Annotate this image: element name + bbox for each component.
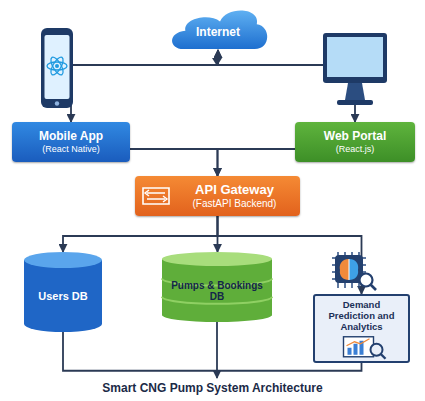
- node-title: Pumps & Bookings DB: [167, 280, 267, 303]
- node-title: Users DB: [38, 290, 88, 303]
- monitor-icon: [323, 33, 387, 105]
- internet-cloud: Internet: [167, 4, 269, 50]
- database-cylinder: Pumps & Bookings DB: [162, 252, 272, 322]
- connector: [71, 50, 218, 122]
- node-title: Internet: [196, 26, 240, 40]
- gateway-box: API Gateway(FastAPI Backend): [135, 176, 300, 216]
- node-title: Demand Prediction and Analytics: [319, 300, 404, 333]
- node-subtitle: (FastAPI Backend): [193, 198, 277, 210]
- output-arrow: [216, 322, 218, 378]
- gateway-icon: [143, 188, 169, 204]
- database-cylinder: Users DB: [24, 252, 102, 332]
- node-subtitle: (React Native): [42, 144, 100, 154]
- connector: [130, 149, 218, 176]
- node-title: Mobile App: [39, 130, 103, 144]
- client-box: Mobile App(React Native): [12, 122, 130, 162]
- connector: [218, 149, 296, 176]
- ai-chip-icon: [332, 252, 376, 290]
- phone-icon: [41, 28, 73, 108]
- chart-icon: [344, 337, 386, 359]
- node-title: API Gateway: [195, 183, 274, 198]
- node-title: Web Portal: [324, 130, 386, 144]
- connector: [63, 216, 218, 252]
- client-box: Web Portal(React.js): [295, 122, 415, 162]
- node-subtitle: (React.js): [336, 144, 375, 154]
- analytics-box: Demand Prediction and Analytics: [313, 294, 410, 363]
- diagram-caption: Smart CNG Pump System Architecture: [0, 381, 425, 395]
